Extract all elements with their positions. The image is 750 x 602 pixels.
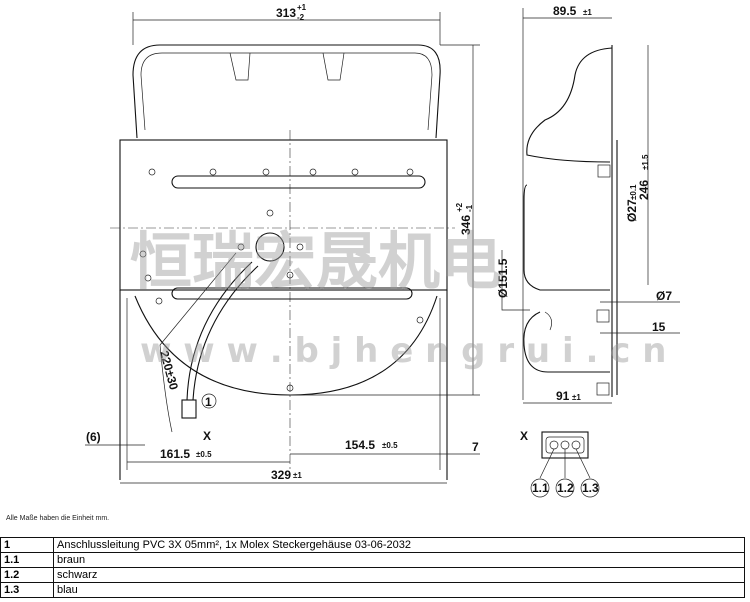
- watermark-company: 恒瑞宏晟机电: [130, 225, 502, 298]
- cable-gland: [255, 232, 285, 262]
- dim-pin-offset: 15: [652, 320, 666, 334]
- dim-left-half: 161.5: [160, 447, 190, 461]
- tol: ±0.5: [196, 450, 212, 459]
- dim-depth-bottom: 91: [556, 389, 570, 403]
- dim-total-width: 329: [271, 468, 291, 482]
- part-description: Anschlussleitung PVC 3X 05mm², 1x Molex …: [53, 537, 745, 553]
- tol: ±1.5: [641, 154, 650, 170]
- housing-outline: [132, 44, 441, 139]
- callout-circle: [201, 393, 217, 409]
- dim-height: 346: [459, 215, 473, 235]
- part-id: 1.2: [0, 567, 54, 583]
- tol-upper: +1: [297, 3, 307, 12]
- watermark-url: w w w . b j h e n g r u i . c n: [140, 331, 666, 371]
- pin-label-1-2: 1.2: [557, 481, 574, 495]
- part-description: braun: [53, 552, 745, 568]
- dim-hole: Ø27: [625, 199, 639, 222]
- part-id: 1: [0, 537, 54, 553]
- part-description: schwarz: [53, 567, 745, 583]
- part-id: 1.3: [0, 582, 54, 598]
- view-marker-x: X: [203, 429, 211, 443]
- units-note: Alle Maße haben die Einheit mm.: [6, 515, 110, 522]
- tol: ±1: [583, 8, 592, 17]
- dim-left-offset: (6): [86, 430, 101, 444]
- connector-view: X 1.1 1.2 1.3: [520, 429, 600, 498]
- tol: ±0.1: [629, 184, 638, 200]
- tol-upper: +2: [455, 202, 464, 212]
- technical-drawing: 220±30 1 X 313 +1 -2 346 +2 -1 (6) 161.5…: [85, 3, 680, 498]
- dim-depth-top: 89.5: [553, 4, 577, 18]
- cable: [186, 261, 253, 401]
- dim-right-offset: 7: [472, 440, 479, 454]
- pin-label-1-3: 1.3: [582, 481, 599, 495]
- tol: ±0.5: [382, 441, 398, 450]
- dim-pin: Ø7: [656, 289, 672, 303]
- part-id: 1.1: [0, 552, 54, 568]
- dim-right-half: 154.5: [345, 438, 375, 452]
- connector-view-label: X: [520, 429, 528, 443]
- tol-lower: -2: [297, 13, 305, 22]
- dim-diameter: Ø151.5: [496, 258, 510, 298]
- dim-side-height: 246: [637, 180, 651, 200]
- dim-width-top: 313: [276, 6, 296, 20]
- part-description: blau: [53, 582, 745, 598]
- mounting-plate: [119, 139, 448, 291]
- tol: ±1: [293, 471, 302, 480]
- connector-housing: [181, 399, 197, 419]
- tol: ±1: [572, 393, 581, 402]
- pin-label-1-1: 1.1: [532, 481, 549, 495]
- callout-1: 1: [205, 395, 212, 409]
- tol-lower: -1: [465, 204, 474, 212]
- side-view: 89.5 ±1 246 ±1.5 Ø27 ±0.1 Ø151.5 Ø7 15 9…: [496, 4, 680, 404]
